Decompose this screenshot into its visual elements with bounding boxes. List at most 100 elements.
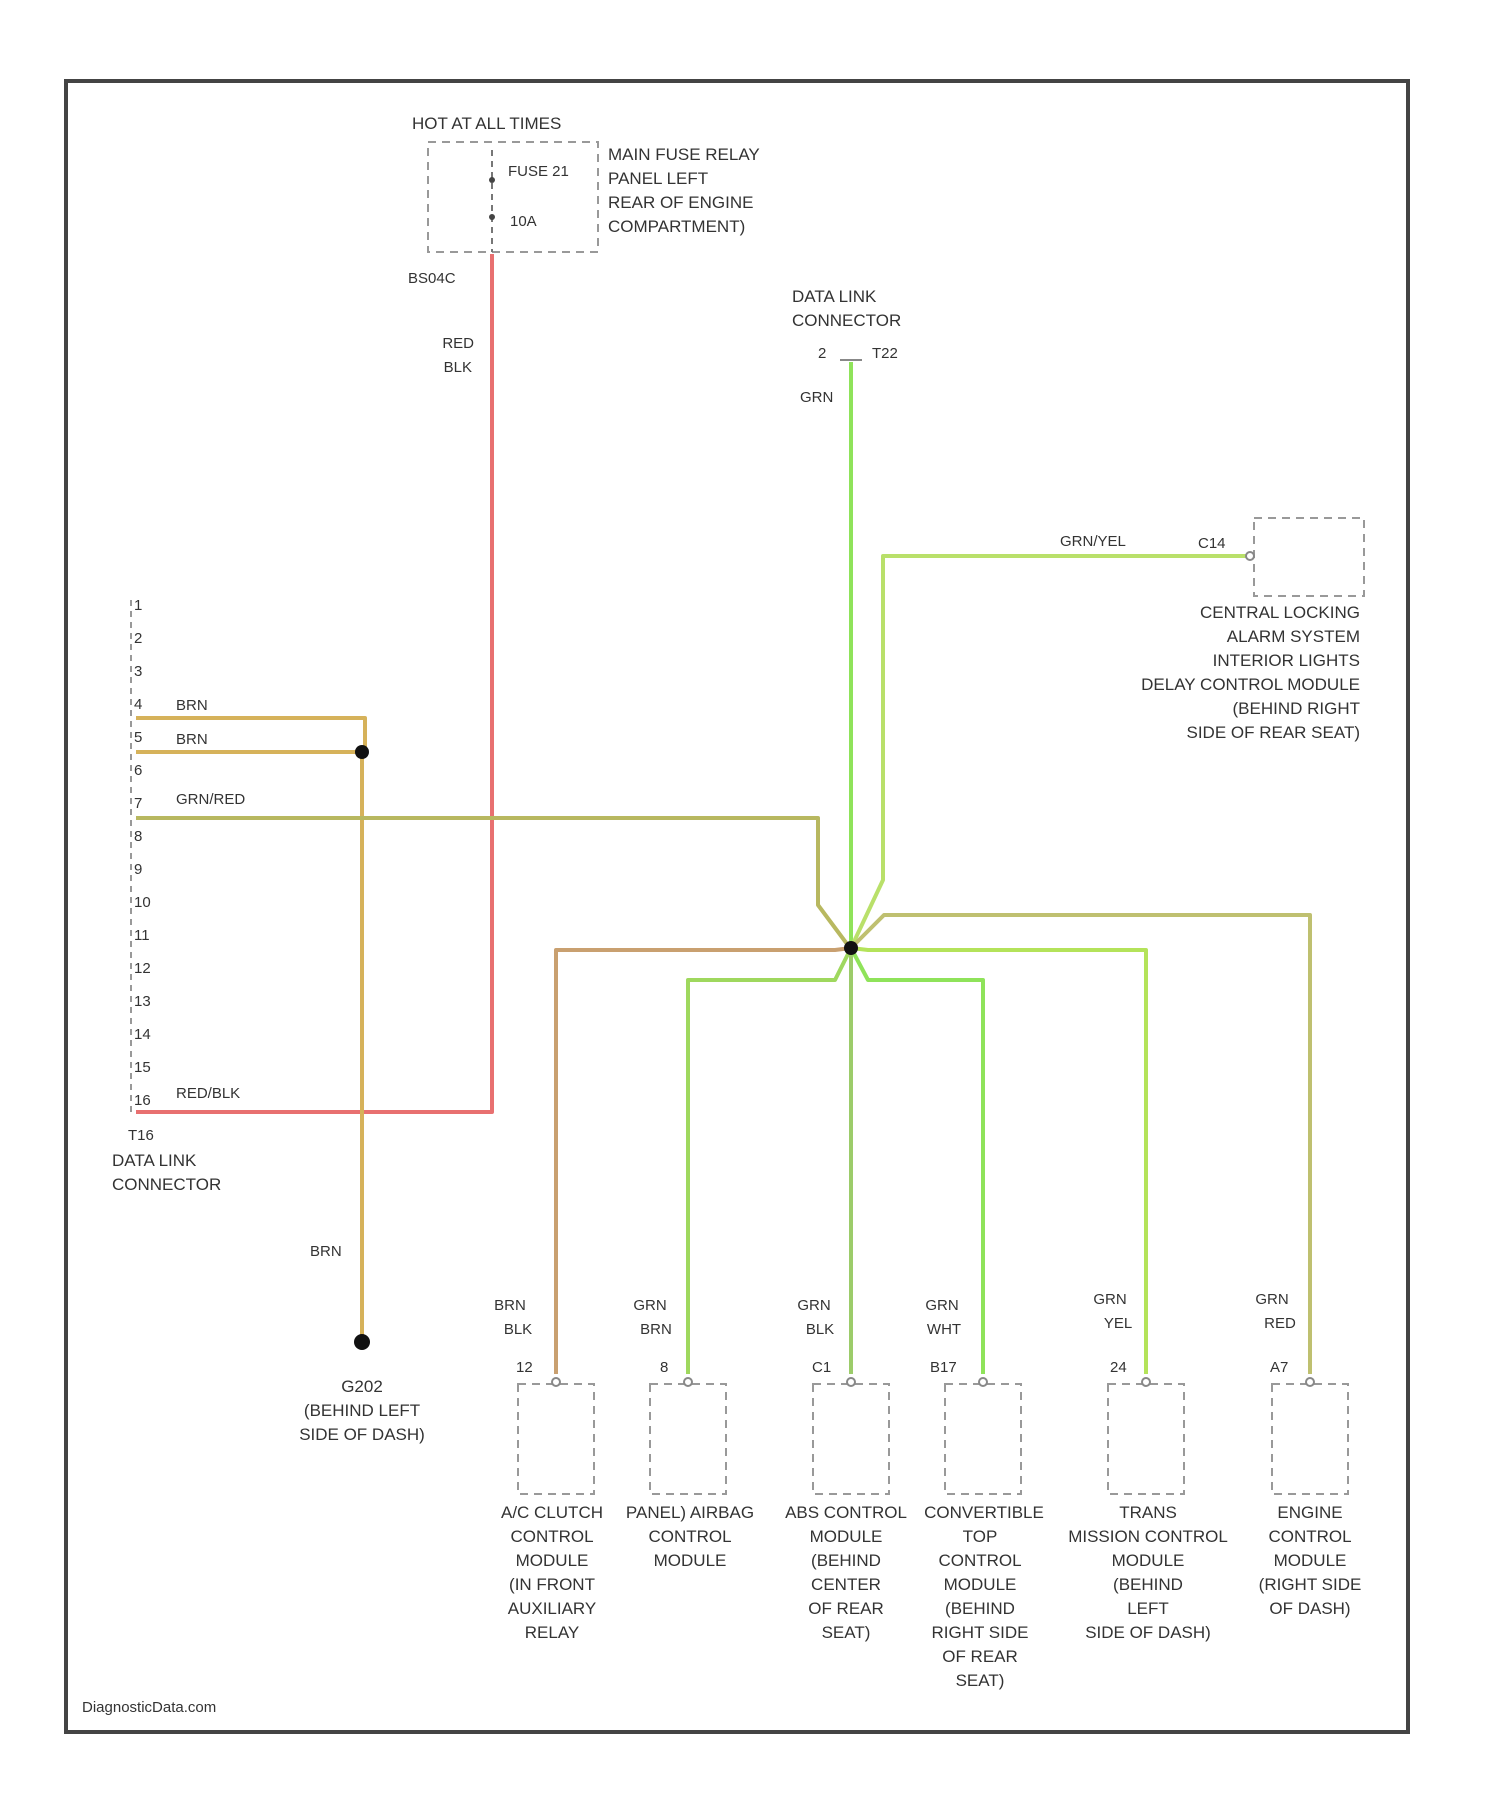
fuse-terminal-bottom (489, 214, 495, 220)
module-terminal (1142, 1378, 1150, 1386)
module-ac-clutch: BRN BLK 12 A/C CLUTCH CONTROL MODULE (IN… (494, 1297, 603, 1642)
ground-location-1: (BEHIND LEFT (304, 1401, 420, 1420)
module-box (813, 1384, 889, 1494)
fuse-location-line-4: COMPARTMENT) (608, 217, 745, 236)
module-wire-label: YEL (1104, 1315, 1132, 1332)
module-box (1272, 1384, 1348, 1494)
dlc-left-pin: 12 (134, 960, 151, 977)
dlc-left-pin: 10 (134, 894, 151, 911)
dlc-top-title-1: DATA LINK (792, 287, 877, 306)
diagram-frame (66, 81, 1408, 1732)
module-label: AUXILIARY (508, 1599, 597, 1618)
module-label: OF DASH) (1269, 1599, 1350, 1618)
module-wire-label: GRN (1255, 1291, 1288, 1308)
dlc-top-connector: T22 (872, 345, 898, 362)
dlc-left-pin: 6 (134, 762, 142, 779)
ground-wire-label: BRN (310, 1243, 342, 1260)
module-label: MODULE (516, 1551, 589, 1570)
module-pin: 12 (516, 1359, 533, 1376)
module-wire-label: WHT (927, 1321, 961, 1338)
central-locking-label-1: CENTRAL LOCKING (1200, 603, 1360, 622)
dlc-left-wire-pin5: BRN (176, 731, 208, 748)
dlc-left-pin: 8 (134, 828, 142, 845)
module-wire-label: RED (1264, 1315, 1296, 1332)
fuse-rating: 10A (510, 213, 537, 230)
module-wire-label: GRN (797, 1297, 830, 1314)
watermark: DiagnosticData.com (82, 1699, 216, 1716)
dlc-left-pins: 1 2 3 4 5 6 7 8 9 10 11 12 13 14 15 16 (134, 597, 151, 1109)
module-label: TRANS (1119, 1503, 1177, 1522)
module-label: MODULE (1274, 1551, 1347, 1570)
wire-red-blk (136, 254, 492, 1112)
dlc-left-pin: 2 (134, 630, 142, 647)
module-label: MODULE (654, 1551, 727, 1570)
dlc-left-wire-pin8: GRN/RED (176, 791, 245, 808)
wire-brn-pin4 (136, 718, 365, 752)
wire-grn-yel-trans (851, 948, 1146, 1374)
ground-dot (354, 1334, 370, 1350)
dlc-left-pin: 11 (134, 927, 150, 944)
module-label: PANEL) AIRBAG (626, 1503, 754, 1522)
module-label: CONTROL (938, 1551, 1021, 1570)
module-wire-label: GRN (925, 1297, 958, 1314)
power-wire-label-1: RED (442, 335, 474, 352)
module-wire-label: BLK (504, 1321, 532, 1338)
dlc-left-pin: 4 (134, 696, 142, 713)
module-box (1108, 1384, 1184, 1494)
module-label: CENTER (811, 1575, 881, 1594)
dlc-left-wire-pin4: BRN (176, 697, 208, 714)
module-pin: C1 (812, 1359, 831, 1376)
dlc-left-title-1: DATA LINK (112, 1151, 197, 1170)
central-locking-label-5: (BEHIND RIGHT (1233, 699, 1361, 718)
module-label: OF REAR (808, 1599, 884, 1618)
wire-grn-red-engine (851, 915, 1310, 1374)
dlc-left-connector-id: T16 (128, 1127, 154, 1144)
central-locking-label-4: DELAY CONTROL MODULE (1141, 675, 1360, 694)
module-label: MODULE (944, 1575, 1017, 1594)
module-label: (BEHIND (945, 1599, 1015, 1618)
dlc-top-pin: 2 (818, 345, 826, 362)
module-wire-label: BRN (494, 1297, 526, 1314)
fuse-location-line-1: MAIN FUSE RELAY (608, 145, 760, 164)
dlc-left-pin: 7 (134, 795, 142, 812)
wire-grn-wht-convertible (851, 948, 983, 1374)
module-label: MISSION CONTROL (1068, 1527, 1228, 1546)
module-label: CONTROL (1268, 1527, 1351, 1546)
module-wire-label: GRN (633, 1297, 666, 1314)
splice-dot-brn (355, 745, 369, 759)
module-terminal (684, 1378, 692, 1386)
module-label: A/C CLUTCH (501, 1503, 603, 1522)
module-box (945, 1384, 1021, 1494)
dlc-left-title-2: CONNECTOR (112, 1175, 221, 1194)
module-label: OF REAR (942, 1647, 1018, 1666)
module-terminal (552, 1378, 560, 1386)
central-locking-label-6: SIDE OF REAR SEAT) (1187, 723, 1361, 742)
fuse-location-line-3: REAR OF ENGINE (608, 193, 753, 212)
module-label: RELAY (525, 1623, 580, 1642)
module-abs: GRN BLK C1 ABS CONTROL MODULE (BEHIND CE… (785, 1297, 907, 1642)
wire-grn-yel-central-locking (851, 556, 1250, 948)
module-label: CONTROL (510, 1527, 593, 1546)
splice-label: BS04C (408, 270, 456, 287)
module-label: SIDE OF DASH) (1085, 1623, 1211, 1642)
central-locking-wire-label: GRN/YEL (1060, 533, 1126, 550)
module-label: CONTROL (648, 1527, 731, 1546)
module-label: CONVERTIBLE (924, 1503, 1044, 1522)
module-label: SEAT) (956, 1671, 1005, 1690)
fuse-terminal-top (489, 177, 495, 183)
module-pin: A7 (1270, 1359, 1288, 1376)
fuse-label: FUSE 21 (508, 163, 569, 180)
module-wire-label: BRN (640, 1321, 672, 1338)
module-wire-label: GRN (1093, 1291, 1126, 1308)
dlc-left-wire-pin16: RED/BLK (176, 1085, 240, 1102)
module-label: LEFT (1127, 1599, 1169, 1618)
module-label: MODULE (810, 1527, 883, 1546)
ground-location-2: SIDE OF DASH) (299, 1425, 425, 1444)
power-title: HOT AT ALL TIMES (412, 114, 561, 133)
module-box (650, 1384, 726, 1494)
fuse-location-line-2: PANEL LEFT (608, 169, 708, 188)
central-locking-label-3: INTERIOR LIGHTS (1213, 651, 1360, 670)
ground-id: G202 (341, 1377, 383, 1396)
power-wire-label-2: BLK (444, 359, 472, 376)
dlc-left-pin: 5 (134, 729, 142, 746)
